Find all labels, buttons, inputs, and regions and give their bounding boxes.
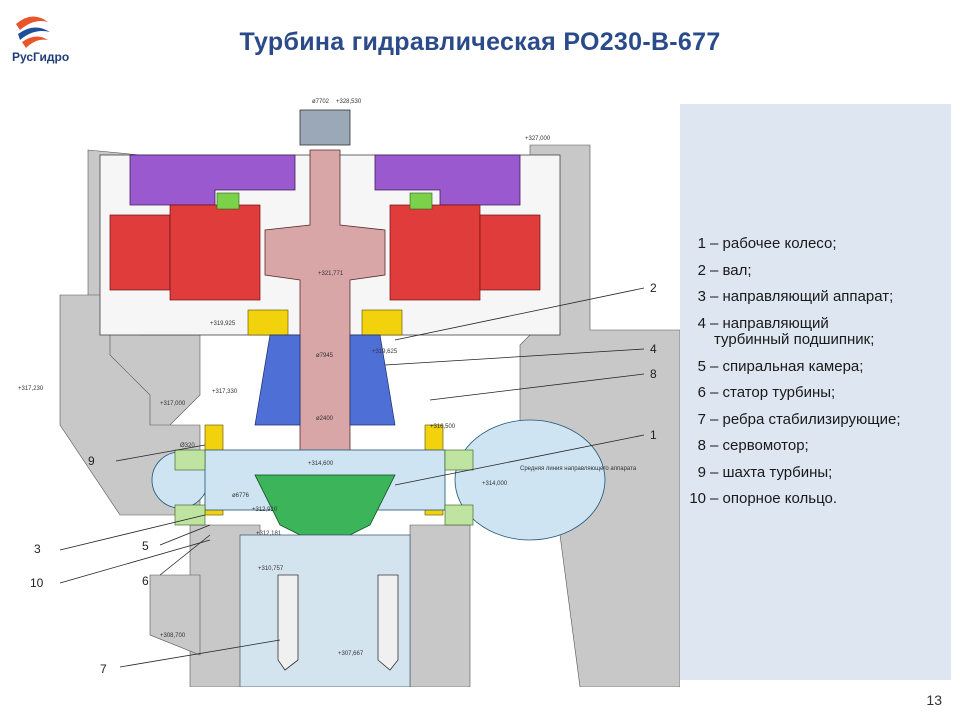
callout-1: 1 (650, 428, 657, 442)
dim-label: Ø320 (180, 443, 195, 449)
dim-label: +310,757 (258, 566, 284, 572)
legend-item: 3– направляющий аппарат; (697, 288, 894, 305)
stabilizing-ribs (277, 574, 399, 671)
dim-label: ø6776 (232, 493, 250, 499)
generator-green-parts (216, 192, 433, 210)
stay-ring (174, 449, 474, 526)
dim-label: +321,771 (318, 271, 344, 277)
legend-item: 9– шахта турбины; (697, 463, 833, 481)
callout-3: 3 (34, 542, 41, 556)
top-cap (299, 109, 351, 146)
dim-label: +314,000 (482, 481, 508, 487)
legend-item: 7– ребра стабилизирующие; (697, 410, 901, 428)
page-number: 13 (926, 692, 942, 708)
dim-label: +317,230 (18, 386, 44, 392)
dim-label: +314,600 (308, 461, 334, 467)
dim-label: +319,925 (210, 321, 236, 327)
callout-7: 7 (100, 662, 107, 676)
callout-6: 6 (142, 574, 149, 588)
legend-item: 10– опорное кольцо. (689, 490, 838, 507)
legend-item: 5– спиральная камера; (697, 357, 864, 375)
head-cover (254, 334, 396, 426)
runner (254, 474, 396, 536)
dim-label: +316,500 (430, 424, 456, 430)
dim-label: ø7945 (316, 353, 334, 359)
dim-label: +317,000 (160, 401, 186, 407)
dim-label: +308,700 (160, 633, 186, 639)
dim-label: +328,530 (336, 99, 362, 105)
turbine-cross-section-drawing: 2 4 8 1 9 3 5 6 10 7 ø7702 +328,530 +327… (18, 99, 680, 687)
callout-2: 2 (650, 281, 657, 295)
callout-9: 9 (88, 454, 95, 468)
dim-label: ø2400 (316, 416, 334, 422)
legend-item: 8– сервомотор; (697, 437, 809, 454)
legend-list: 1– рабочее колесо; 2– вал; 3– направляющ… (688, 235, 953, 518)
legend-item: 1– рабочее колесо; (697, 235, 837, 252)
legend-panel (680, 104, 951, 680)
legend-item: 6– статор турбины; (697, 384, 836, 401)
callout-10: 10 (30, 576, 44, 590)
annotation-label: Средняя линия направляющего аппарата (520, 466, 637, 472)
dim-label: +327,000 (525, 136, 551, 142)
legend-item: 2– вал; (697, 261, 752, 279)
dim-label: +317,330 (212, 389, 238, 395)
brand-name: РусГидро (12, 50, 70, 64)
generator-stator (109, 204, 541, 301)
callout-5: 5 (142, 539, 149, 553)
callout-4: 4 (650, 342, 657, 356)
dim-label: +319,625 (372, 349, 398, 355)
dim-label: +312,181 (256, 531, 282, 537)
dim-label: +307,667 (338, 651, 364, 657)
callout-8: 8 (650, 367, 657, 381)
slide-title: Турбина гидравлическая РО230-В-677 (239, 28, 721, 56)
rushydro-logo-icon (14, 12, 50, 48)
dim-label: +312,910 (252, 507, 278, 513)
dim-label: ø7702 (312, 99, 330, 105)
